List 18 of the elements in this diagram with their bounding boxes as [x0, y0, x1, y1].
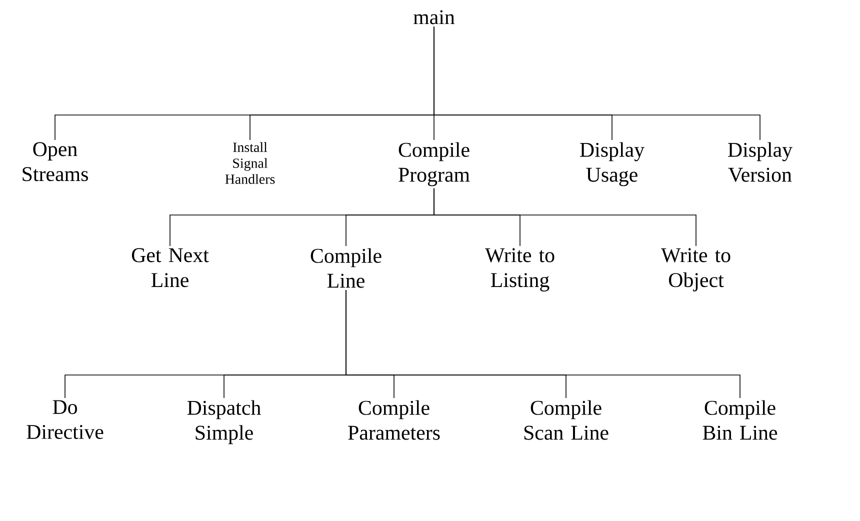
module-label: Compile Scan Line	[524, 400, 608, 440]
tree-connector	[434, 26, 760, 140]
module-label: Write to Object	[661, 248, 730, 292]
module-label: Display Usage	[580, 142, 644, 186]
module-label: Dispatch Simple	[187, 400, 261, 444]
module-label: Open Streams	[22, 142, 88, 182]
module-label: Get Next Line	[132, 248, 209, 288]
module-label: Do Directive	[26, 400, 104, 439]
module-label: Compile Parameters	[348, 400, 440, 440]
module-label: Compile Bin Line	[702, 400, 778, 440]
tree-connector	[346, 290, 740, 398]
module-label: Write to Listing	[485, 248, 554, 292]
module-label: main	[414, 10, 455, 24]
module-label: Display Version	[728, 142, 792, 182]
tree-connector	[434, 188, 696, 246]
module-label: Install Signal Handlers	[225, 142, 275, 184]
module-label: Compile Program	[398, 142, 470, 186]
module-label: Compile Line	[310, 248, 382, 288]
